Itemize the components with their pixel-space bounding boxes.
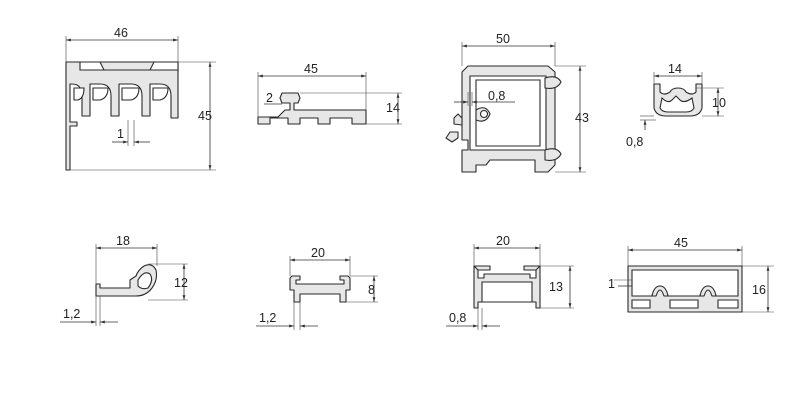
profile-3-width-label: 50: [496, 32, 510, 46]
profile-5-wall-label: 1,2: [63, 307, 80, 321]
profile-2-height-label: 14: [386, 101, 400, 115]
profile-1-shape: [65, 61, 179, 171]
profile-8-width-label: 45: [674, 236, 688, 250]
profile-3: 50 43 0,8: [445, 32, 589, 173]
profile-8-wall-label: 1: [608, 277, 615, 291]
profile-8: 45 16 1: [608, 236, 774, 313]
profile-7-wall-label: 0,8: [449, 311, 466, 325]
profile-1-height-label: 45: [198, 109, 212, 123]
profile-5-width-label: 18: [116, 234, 130, 248]
profile-1-wall-label: 1: [117, 127, 124, 141]
profile-3-height-label: 43: [575, 111, 589, 125]
profile-2: 45 14 2: [257, 62, 402, 125]
profile-5-height-label: 12: [174, 276, 188, 290]
profile-6-wall-label: 1,2: [259, 311, 276, 325]
profile-4-height-label: 10: [712, 96, 726, 110]
profile-4: 14 10 0,8: [626, 62, 726, 149]
profile-7-width-label: 20: [496, 234, 510, 248]
profile-6: 20 8 1,2: [256, 246, 378, 330]
profile-5: 18 12 1,2: [60, 234, 188, 326]
profile-7-height-label: 13: [549, 280, 563, 294]
profile-1-width-label: 46: [114, 26, 128, 40]
profile-6-height-label: 8: [368, 283, 375, 297]
profile-1: 46 45 1: [65, 26, 216, 171]
profile-4-width-label: 14: [668, 62, 682, 76]
profile-8-height-label: 16: [752, 283, 766, 297]
profile-4-wall-label: 0,8: [626, 135, 643, 149]
profile-3-wall-label: 0,8: [488, 89, 505, 103]
profile-6-width-label: 20: [311, 246, 325, 260]
profile-2-shape: [257, 92, 367, 125]
profile-2-width-label: 45: [304, 62, 318, 76]
profile-2-wall-label: 2: [266, 91, 273, 105]
profile-7: 20 13 0,8: [446, 234, 574, 330]
profile-6-shape: [289, 275, 351, 303]
